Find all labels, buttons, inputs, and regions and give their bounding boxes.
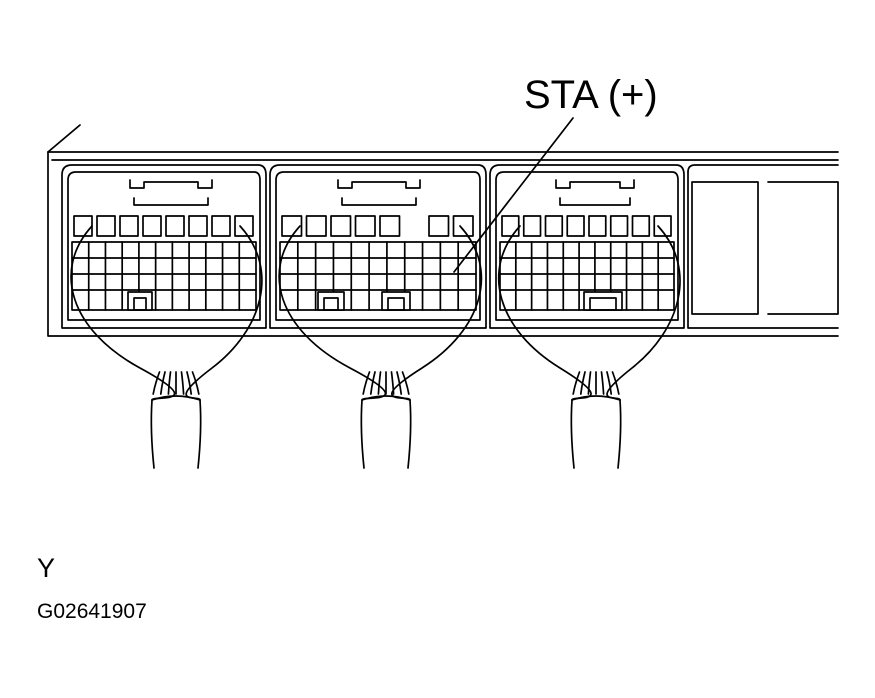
wire-harness [70,225,681,469]
keyway-notch [381,291,411,311]
connector-3 [499,179,675,311]
wire-fan-right [606,225,681,401]
terminal-cavities [71,179,675,311]
wire-strand [362,371,371,395]
terminal-cavity [609,215,629,237]
wire-strand [186,371,193,395]
terminal-cavity [234,215,254,237]
terminal-cavity [142,215,162,237]
terminal-cavity [501,215,520,237]
bundle-top [361,395,411,401]
terminal-grid [279,241,477,311]
terminal-cavity [566,215,585,237]
connector-2 [279,179,477,311]
terminal-cavity [522,215,542,237]
bundle-edge [150,399,155,469]
terminal-cavity [281,215,303,237]
wire-strand [377,371,382,395]
harness-bundle [70,225,263,469]
wire-strand [611,371,620,395]
harness-bundle [497,225,681,469]
terminal-cavity [305,215,327,237]
terminal-cavity [188,215,208,237]
terminal-cavity [119,215,139,237]
wire-strand [159,371,166,395]
terminal-cavity [544,215,564,237]
wire-strand [401,371,410,395]
wire-strand [191,371,200,395]
ecu-housing [47,124,839,337]
wire-strand [369,371,376,395]
wire-strand [167,371,172,395]
lock-latch [555,179,635,189]
keyway-notch-inner [133,297,147,311]
bundle-edge [407,399,412,469]
bundle-edge [617,399,622,469]
callout-leader-line [453,117,574,273]
wire-strand [587,371,592,395]
terminal-cavity [73,215,93,237]
wire-strand [152,371,161,395]
wire-fan-right [185,225,263,401]
connector-1 [71,179,257,311]
lock-tab [341,197,417,206]
wire-fan-left [497,225,592,401]
terminal-cavity [631,215,651,237]
connector-housings [61,164,839,329]
keyway-notch [317,291,345,311]
bundle-edge [197,399,202,469]
terminal-cavity [354,215,376,237]
wire-strand [180,371,185,395]
wire-strand [572,371,581,395]
bundle-edge [570,399,575,469]
terminal-cavity [330,215,352,237]
wire-strand [579,371,586,395]
wire-strand [606,371,613,395]
wire-fan-left [70,225,176,401]
keyway-notch [127,291,153,311]
terminal-cavity [96,215,116,237]
terminal-cavity [211,215,231,237]
keyway-notch-inner [387,297,405,311]
wire-strand [600,371,605,395]
lock-tab [133,197,209,206]
terminal-cavity [653,215,672,237]
terminal-cavity [428,215,450,237]
lock-latch [337,179,421,189]
terminal-cavity [165,215,185,237]
terminal-cavity [588,215,607,237]
terminal-cavity [379,215,401,237]
figure-id: G02641907 [37,600,147,623]
wire-strand [396,371,403,395]
bundle-edge [360,399,365,469]
harness-bundle [278,225,483,469]
view-label: Y [37,553,56,583]
keyway-notch-inner [323,297,339,311]
terminal-cavity [452,215,474,237]
terminal-grid [71,241,257,311]
sta-terminal-callout: STA (+) [524,73,658,117]
bundle-top [571,395,621,401]
lock-tab [559,197,631,206]
bundle-top [151,395,201,401]
lock-latch [129,179,213,189]
keyway-notch-inner [589,297,617,311]
wire-strand [390,371,395,395]
wire-fan-left [278,225,387,401]
